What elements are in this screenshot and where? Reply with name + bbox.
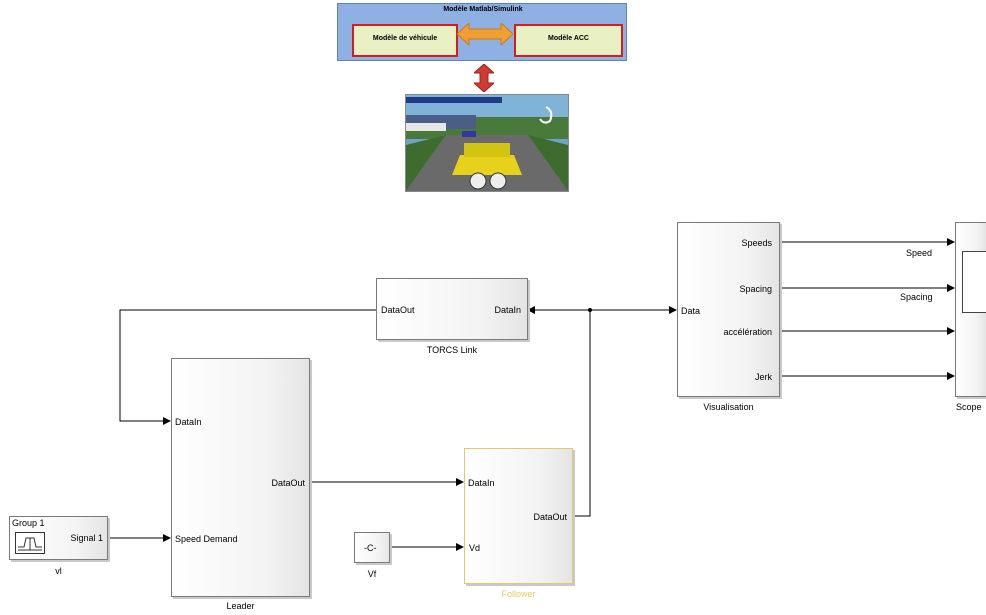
vl-signal-builder-block[interactable]: Group 1 Signal 1 (9, 516, 108, 560)
leader-dataout-port: DataOut (271, 478, 305, 488)
scope-label: Scope (956, 402, 982, 412)
leader-label: Leader (226, 601, 255, 611)
wire-torcs-to-leader (119, 309, 376, 425)
follower-block[interactable]: DataIn Vd DataOut (464, 448, 573, 584)
vl-group-label: Group 1 (12, 518, 45, 528)
visualisation-label: Visualisation (703, 402, 754, 412)
vf-constant-value: -C- (364, 543, 377, 553)
torcs-link-block[interactable]: DataOut DataIn (376, 278, 528, 340)
wire-follower-out (573, 310, 591, 517)
vf-constant-block[interactable]: -C- (354, 532, 390, 563)
torcs-game-screenshot (405, 94, 569, 192)
vertical-bidirectional-arrow-icon (474, 64, 494, 92)
visualisation-data-port: Data (681, 306, 701, 316)
leader-datain-port: DataIn (175, 417, 202, 427)
torcs-link-label: TORCS Link (426, 345, 478, 355)
scope-screen (962, 251, 986, 313)
follower-label: Follower (501, 589, 536, 599)
follower-vd-port: Vd (469, 543, 481, 553)
visualisation-jerk-port: Jerk (754, 372, 772, 382)
vl-signal-port: Signal 1 (70, 533, 103, 543)
visualisation-block[interactable]: Data Speeds Spacing accélération Jerk (677, 222, 780, 397)
acc-model-label: Modèle ACC (548, 35, 589, 42)
scope-block[interactable] (955, 222, 986, 397)
torcs-datain-port: DataIn (494, 305, 521, 315)
branch-point (588, 308, 592, 312)
simulink-model-panel: Modèle Matlab/Simulink Modèle de véhicul… (337, 3, 627, 61)
spacing-signal-label: Spacing (900, 292, 933, 302)
vf-label: Vf (367, 569, 377, 579)
follower-datain-port: DataIn (468, 478, 495, 488)
visualisation-acceleration-port: accélération (723, 327, 772, 337)
acc-model-box: Modèle ACC (514, 24, 623, 57)
leader-block[interactable]: DataIn Speed Demand DataOut (171, 358, 310, 597)
vehicle-model-label: Modèle de véhicule (372, 35, 438, 42)
follower-dataout-port: DataOut (533, 512, 567, 522)
leader-speed-demand-port: Speed Demand (175, 534, 238, 544)
speed-signal-label: Speed (906, 248, 933, 258)
vehicle-model-box: Modèle de véhicule (352, 24, 458, 57)
signal-builder-icon (15, 532, 45, 554)
bidirectional-arrow-icon (457, 23, 513, 45)
visualisation-speeds-port: Speeds (741, 238, 772, 248)
visualisation-spacing-port: Spacing (739, 284, 772, 294)
vl-label: vl (55, 566, 62, 576)
simulink-model-title: Modèle Matlab/Simulink (443, 6, 523, 13)
torcs-dataout-port: DataOut (381, 305, 415, 315)
